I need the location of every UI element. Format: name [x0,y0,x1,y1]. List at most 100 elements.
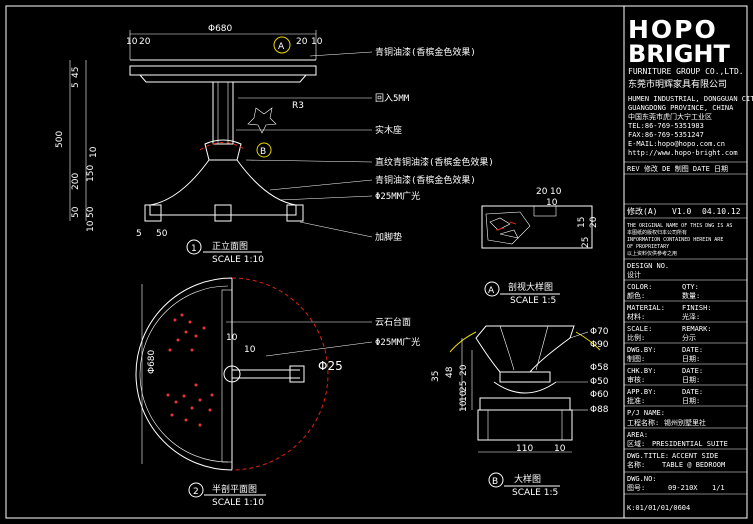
callout-front-2: 回入5MM [375,93,410,104]
dim-left-7: 50 [86,206,96,218]
project-name-label: P/J NAME: [627,409,665,417]
notice-1: THE ORIGINAL NAME OF THIS DWG IS AS [627,223,732,229]
field-appby-cn: 批准: [627,396,645,405]
field-material-cn: 材料: [627,312,645,321]
dwg-no-label: DWG.NO: [627,475,657,483]
plan-dim-3: Φ25 [318,359,343,373]
detail-b-circle [199,142,247,151]
dim-height: 500 [55,131,65,148]
notice-3: INFORMATION CONTAINED HEREIN ARE [627,237,723,243]
area-value: PRESIDENTIAL SUITE [652,440,728,448]
det-dim-r5: Φ60 [590,390,609,400]
rev-header: REV 修改 DE 制图 DATE 日期 [627,164,728,173]
notice-5: 以上资料仅供参考之用 [627,250,677,257]
det-dim-r4: Φ50 [590,377,609,387]
view-1-title: 正立面图 [212,240,248,252]
field-dwgby-cn: 制图: [627,354,645,363]
view-b-scale: SCALE 1:5 [512,488,558,498]
field-color-cn: 颜色: [627,291,645,300]
det-dim-l6: 10 [459,400,469,412]
notice-4: OF PROPRIETARY [627,244,669,250]
sec-dim-4: 15 [577,217,587,228]
view-a-scale: SCALE 1:5 [510,296,556,306]
company-name-cn: 东莞市明辉家具有限公司 [628,78,727,90]
field-appby-date-cn: 日期: [682,397,700,405]
field-design-cn: 设计 [627,270,641,279]
section-a-view: 20 10 10 15 20 25 A 剖视大样图 SCALE 1:5 [481,187,599,306]
det-dim-l2: 48 [445,366,455,378]
det-dim-b1: 110 [516,444,533,454]
callout-front-6: Φ25MM广光 [375,190,420,202]
dim-left-3: 10 [89,146,99,158]
dim-left-4: 200 [71,173,81,190]
foot-right [286,204,304,222]
half-section-plan: Φ680 10 10 Φ25 云石台面 Φ25MM广光 2 半剖平面图 SCAL… [135,277,420,508]
view-a-title: 剖视大样图 [508,281,553,293]
address-line-1: HUMEN INDUSTRIAL, DONGGUAN CITY [628,95,753,103]
address-line-3: 中国东莞市虎门大宁工业区 [628,112,712,121]
view-a-circle [484,281,500,297]
fax: FAX:86-769-5351247 [628,131,704,139]
callout-front-3: 实木座 [375,124,402,136]
field-chkby-en: CHK.BY: [627,367,657,375]
sec-dim-1: 20 [536,187,548,197]
dwg-title-label: DWG.TITLE: [627,452,669,460]
sec-dim-2: 10 [550,187,562,197]
sec-dim-3: 10 [546,198,558,208]
email: E-MAIL:hopo@hopo.com.cn [628,140,725,148]
column [212,81,234,145]
field-dwgby-date: DATE: [682,346,703,354]
dwg-no-value: 09-210X [668,484,698,492]
view-1-scale: SCALE 1:10 [212,255,264,265]
website: http://www.hopo-bright.com [628,149,738,157]
foot-left [144,204,162,222]
view-2-number: 2 [193,487,199,497]
field-dwgby-en: DWG.BY: [627,346,657,354]
det-dim-r6: Φ88 [590,405,609,415]
dwg-title-cn-value: TABLE @ BEDROOM [662,461,725,469]
foot-center [214,204,232,222]
project-name-value: 锡州别墅里社 [664,418,706,427]
callout-front-1: 青铜油漆(香槟金色效果) [375,46,476,58]
notice-2: 本图纸的版权归本公司所有 [627,229,687,236]
field-color-en: COLOR: [627,283,652,291]
dim-left-5: 150 [86,165,96,182]
front-elevation: Φ680 10 20 20 10 500 45 5 10 200 150 50 … [55,24,494,265]
det-dim-l3: 20 [459,364,469,376]
det-dim-r3: Φ58 [590,363,609,373]
plan-dim-diameter: Φ680 [147,349,157,374]
dim-top-4: 10 [311,37,323,47]
plan-leg-strip [221,289,233,463]
detail-b-view: 35 48 20 25 10 10 Φ70 Φ90 Φ58 Φ50 Φ60 Φ8… [431,325,609,498]
view-b-title: 大样图 [514,473,541,485]
field-appby-date: DATE: [682,388,703,396]
view-b-number: B [492,477,498,487]
address-line-2: GUANGDONG PROVINCE, CHINA [628,104,734,112]
view-2-circle [188,482,204,498]
callout-plan-1: 云石台面 [375,316,411,328]
dim-left-2: 5 [71,82,81,88]
view-b-circle [488,472,504,488]
company-name-en: FURNITURE GROUP CO.,LTD. [628,67,744,76]
area-cn: 区域: [627,439,645,448]
field-remark-cn: 分示 [682,333,696,342]
dwg-no-cn: 图号: [627,484,645,492]
field-appby-en: APP.BY: [627,388,657,396]
dim-top-2: 20 [139,37,151,47]
field-qty-cn: 数量: [682,291,700,300]
revision-version: V1.0 [672,207,691,216]
marker-b: B [260,147,266,157]
callout-plan-2: Φ25MM广光 [375,336,420,348]
marker-b-circle [256,142,272,158]
view-2-title: 半剖平面图 [212,483,257,495]
view-a-number: A [488,286,495,296]
dwg-title-value: ACCENT SIDE [672,452,718,460]
column-collar [204,139,242,161]
plan-dim-1: 10 [226,333,238,343]
field-chkby-cn: 审核: [627,375,645,384]
dim-bottom-1: 5 [136,229,142,239]
plan-dashed-half [231,277,329,471]
plan-center [223,365,241,383]
carving-detail [247,107,277,134]
dim-left-1: 45 [71,67,81,78]
